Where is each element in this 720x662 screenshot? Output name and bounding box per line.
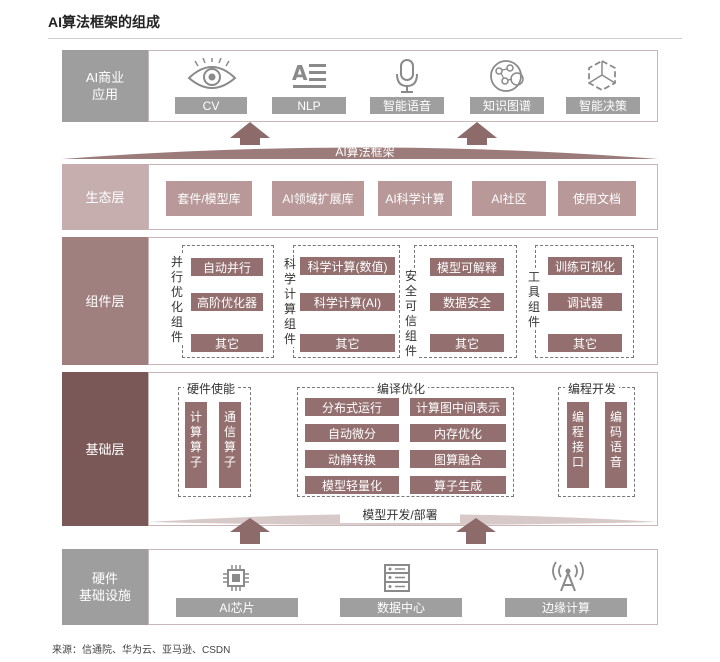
compile-graph-ir: 计算图中间表示 [410, 398, 506, 416]
hw-compute-operator: 计算算子 [185, 402, 207, 488]
comp-data-security: 数据安全 [430, 293, 504, 311]
group-tools-title: 工具组件 [527, 270, 541, 330]
group-parallel-optimization-title: 并行优化组件 [170, 255, 184, 345]
comp-sci-ai: 科学计算(AI) [300, 293, 395, 311]
infra-edge-computing: 边缘计算 [505, 598, 627, 617]
chip-icon [223, 565, 249, 591]
infra-ai-chip: AI芯片 [176, 598, 298, 617]
group-hardware-enable-title: 硬件使能 [184, 380, 239, 397]
page-title: AI算法框架的组成 [48, 14, 160, 30]
comp-debugger: 调试器 [548, 293, 622, 311]
comp-parallel-other: 其它 [191, 334, 263, 352]
layer-label-components: 组件层 [62, 237, 148, 365]
app-cv: CV [175, 97, 247, 114]
comp-tools-other: 其它 [548, 334, 622, 352]
group-programming-development-title: 编程开发 [565, 380, 620, 397]
eco-suite-model-library: 套件/模型库 [166, 181, 252, 216]
knowledge-graph-icon [490, 60, 524, 92]
comp-sci-numerical: 科学计算(数值) [300, 257, 395, 275]
text-icon: A [292, 61, 326, 88]
hw-compute-operator-label: 计算算子 [189, 410, 202, 469]
prog-coding-language-label: 编码语音 [609, 410, 622, 469]
compile-memory-optimization: 内存优化 [410, 424, 506, 442]
eye-icon [187, 58, 237, 89]
framework-banner-shape [62, 122, 658, 159]
comp-model-explainability: 模型可解释 [430, 258, 504, 276]
app-decision: 智能决策 [566, 97, 640, 114]
group-security-trust-title: 安全可信组件 [404, 269, 418, 359]
compile-graph-kernel-fusion: 图算融合 [410, 450, 506, 468]
compile-model-lightweight: 模型轻量化 [305, 476, 399, 494]
group-compile-optimization-title: 编译优化 [374, 380, 429, 397]
eco-domain-extension: AI领域扩展库 [272, 181, 364, 216]
group-scientific-computing-title: 科学计算组件 [283, 257, 297, 347]
comp-auto-parallel: 自动并行 [191, 258, 263, 276]
comp-security-other: 其它 [430, 334, 504, 352]
framework-banner-label: AI算法框架 [335, 145, 395, 159]
title-divider [48, 38, 682, 39]
antenna-icon [552, 561, 584, 592]
compile-operator-generation: 算子生成 [410, 476, 506, 494]
layer-label-application: AI商业 应用 [62, 50, 148, 122]
model-dev-banner-label: 模型开发/部署 [340, 506, 460, 523]
infra-data-center: 数据中心 [340, 598, 462, 617]
compile-distributed-runtime: 分布式运行 [305, 398, 399, 416]
layer-label-infrastructure: 硬件 基础设施 [62, 549, 148, 625]
layer-label-foundation: 基础层 [62, 372, 148, 526]
hw-communication-operator: 通信算子 [219, 402, 241, 488]
decision-icon [588, 59, 616, 92]
comp-high-order-optimizer: 高阶优化器 [191, 293, 263, 311]
app-speech: 智能语音 [370, 97, 444, 114]
prog-coding-language: 编码语音 [605, 402, 627, 488]
eco-documentation: 使用文档 [558, 181, 636, 216]
prog-interface-label: 编程接口 [571, 410, 584, 469]
microphone-icon [396, 59, 418, 93]
compile-static-dynamic: 动静转换 [305, 450, 399, 468]
prog-interface: 编程接口 [567, 402, 589, 488]
eco-community: AI社区 [472, 181, 546, 216]
compile-auto-diff: 自动微分 [305, 424, 399, 442]
server-rack-icon [384, 564, 410, 592]
svg-text:A: A [292, 61, 308, 85]
hw-communication-operator-label: 通信算子 [223, 410, 236, 469]
app-knowledge-graph: 知识图谱 [470, 97, 544, 114]
comp-training-visualization: 训练可视化 [548, 257, 622, 275]
layer-label-ecosystem: 生态层 [62, 164, 148, 230]
source-note: 来源：信通院、华为云、亚马逊、CSDN [52, 645, 231, 656]
eco-scientific-computing: AI科学计算 [378, 181, 452, 216]
app-nlp: NLP [272, 97, 346, 114]
comp-sci-other: 其它 [300, 334, 395, 352]
